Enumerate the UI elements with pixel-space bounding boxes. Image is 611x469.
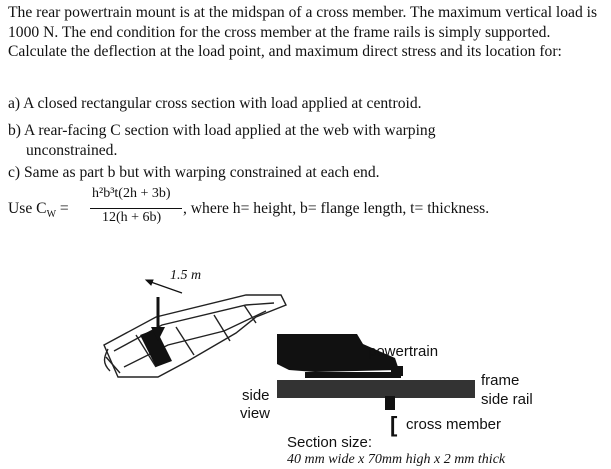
item-b-line2: unconstrained. bbox=[26, 141, 118, 159]
frame-side-rail bbox=[277, 380, 475, 398]
frame-label-line1: frame bbox=[481, 372, 520, 389]
cross-member-highlight bbox=[140, 329, 172, 367]
problem-paragraph: The rear powertrain mount is at the mids… bbox=[8, 4, 598, 61]
chassis-frame bbox=[103, 294, 287, 378]
formula-subscript: W bbox=[46, 209, 57, 221]
section-size-value: 40 mm wide x 70mm high x 2 mm thick bbox=[287, 452, 506, 467]
powertrain-base bbox=[305, 372, 401, 378]
item-b: b) A rear-facing C section with load app… bbox=[8, 121, 436, 160]
side-view-label-line1: side bbox=[242, 387, 270, 404]
cross-member-section bbox=[385, 396, 395, 410]
formula-numerator: h²b³t(2h + 3b) bbox=[92, 186, 171, 201]
formula-equals: = bbox=[59, 200, 69, 217]
chassis-sketch bbox=[103, 279, 287, 378]
cross-member-symbol: [ bbox=[390, 412, 398, 437]
span-label: 1.5 m bbox=[170, 268, 202, 283]
frame-label-line2: side rail bbox=[481, 391, 533, 408]
powertrain-label: powertrain bbox=[368, 343, 439, 360]
section-size-label: Section size: bbox=[287, 434, 373, 451]
cross-member-label: cross member bbox=[406, 416, 502, 433]
item-c: c) Same as part b but with warping const… bbox=[8, 164, 380, 181]
powertrain-shape bbox=[277, 334, 399, 372]
side-view-label-line2: view bbox=[240, 405, 271, 422]
fraction-bar bbox=[90, 208, 182, 209]
mount-bracket bbox=[391, 366, 403, 376]
item-a: a) A closed rectangular cross section wi… bbox=[8, 95, 422, 112]
formula-prefix: Use C bbox=[8, 200, 47, 217]
load-arrow bbox=[151, 297, 165, 341]
side-view-sketch bbox=[277, 334, 475, 410]
span-arrow bbox=[144, 279, 183, 294]
formula-suffix: , where h= height, b= flange length, t= … bbox=[183, 200, 490, 217]
formula-denominator: 12(h + 6b) bbox=[102, 210, 162, 225]
item-b-line1: b) A rear-facing C section with load app… bbox=[8, 122, 436, 139]
